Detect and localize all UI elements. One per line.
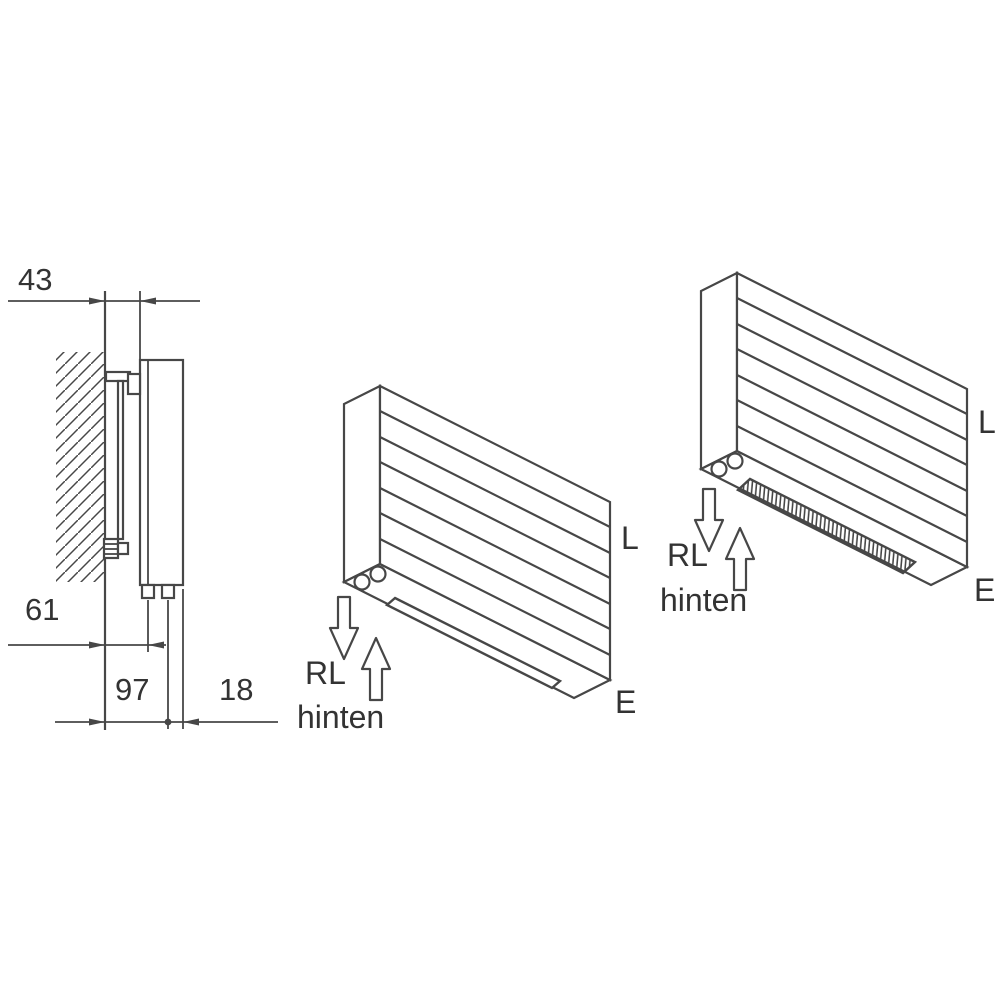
slat-lines (379, 410, 611, 656)
mounting-bracket (104, 370, 142, 541)
dim-label-18: 18 (219, 672, 253, 707)
label-e: E (615, 684, 636, 720)
side-view: 43 61 (8, 262, 278, 730)
bracket-hook (126, 372, 142, 396)
radiator-panel-side (138, 358, 185, 587)
dimension-61: 61 (8, 592, 166, 649)
dimension-97-18: 97 18 (55, 672, 278, 726)
dim-arrow-icon (89, 718, 105, 726)
bracket-arm (104, 370, 132, 383)
slat-line (379, 461, 611, 579)
dim-point-dot (164, 718, 172, 726)
bracket-rail (116, 379, 125, 541)
slat-line (379, 436, 611, 554)
wall-hatch (56, 352, 105, 582)
dim-label-97: 97 (115, 672, 149, 707)
slat-line (736, 297, 968, 415)
iso-radiator-plain: L E RL hinten (297, 384, 639, 735)
grille-slot (735, 477, 918, 575)
slat-line (736, 374, 968, 492)
connection-port-2 (726, 452, 744, 470)
dim-arrow-icon (140, 297, 156, 305)
dim-arrow-icon (89, 297, 105, 305)
dim-arrow-icon (148, 641, 164, 649)
label-rl: RL (305, 655, 346, 691)
connection-port-1 (353, 573, 371, 591)
flow-up-arrow-icon (360, 636, 392, 702)
end-cap (342, 384, 382, 584)
label-rl: RL (667, 537, 708, 573)
label-hinten: hinten (660, 582, 747, 618)
slat-lines (736, 297, 968, 543)
label-l: L (621, 520, 639, 556)
label-hinten: hinten (297, 699, 384, 735)
fixing-screw (102, 537, 130, 560)
dim-arrow-icon (183, 718, 199, 726)
connection-stub-2 (160, 583, 176, 600)
connection-port-2 (369, 565, 387, 583)
slat-line (736, 399, 968, 517)
slat-line (736, 348, 968, 466)
slat-line (379, 512, 611, 630)
label-e: E (974, 572, 995, 608)
slat-line (736, 425, 968, 543)
slat-line (379, 538, 611, 656)
connection-stub-1 (140, 583, 156, 600)
dim-label-61: 61 (25, 592, 59, 627)
dim-arrow-icon (89, 641, 105, 649)
convector-slot (384, 596, 563, 690)
flow-down-arrow-icon (328, 595, 360, 661)
slat-line (736, 323, 968, 441)
flow-up-arrow-icon (724, 526, 756, 592)
connection-port-1 (710, 460, 728, 478)
slat-line (379, 487, 611, 605)
dim-label-43: 43 (18, 262, 52, 297)
front-face (735, 271, 969, 569)
label-l: L (978, 404, 996, 440)
screw-nut (116, 541, 130, 556)
iso-radiator-grille: L E RL hinten (660, 271, 996, 618)
flow-down-arrow-icon (693, 487, 725, 553)
slat-line (379, 410, 611, 528)
front-face (378, 384, 612, 682)
end-cap (699, 271, 739, 471)
dimension-43: 43 (8, 262, 200, 305)
